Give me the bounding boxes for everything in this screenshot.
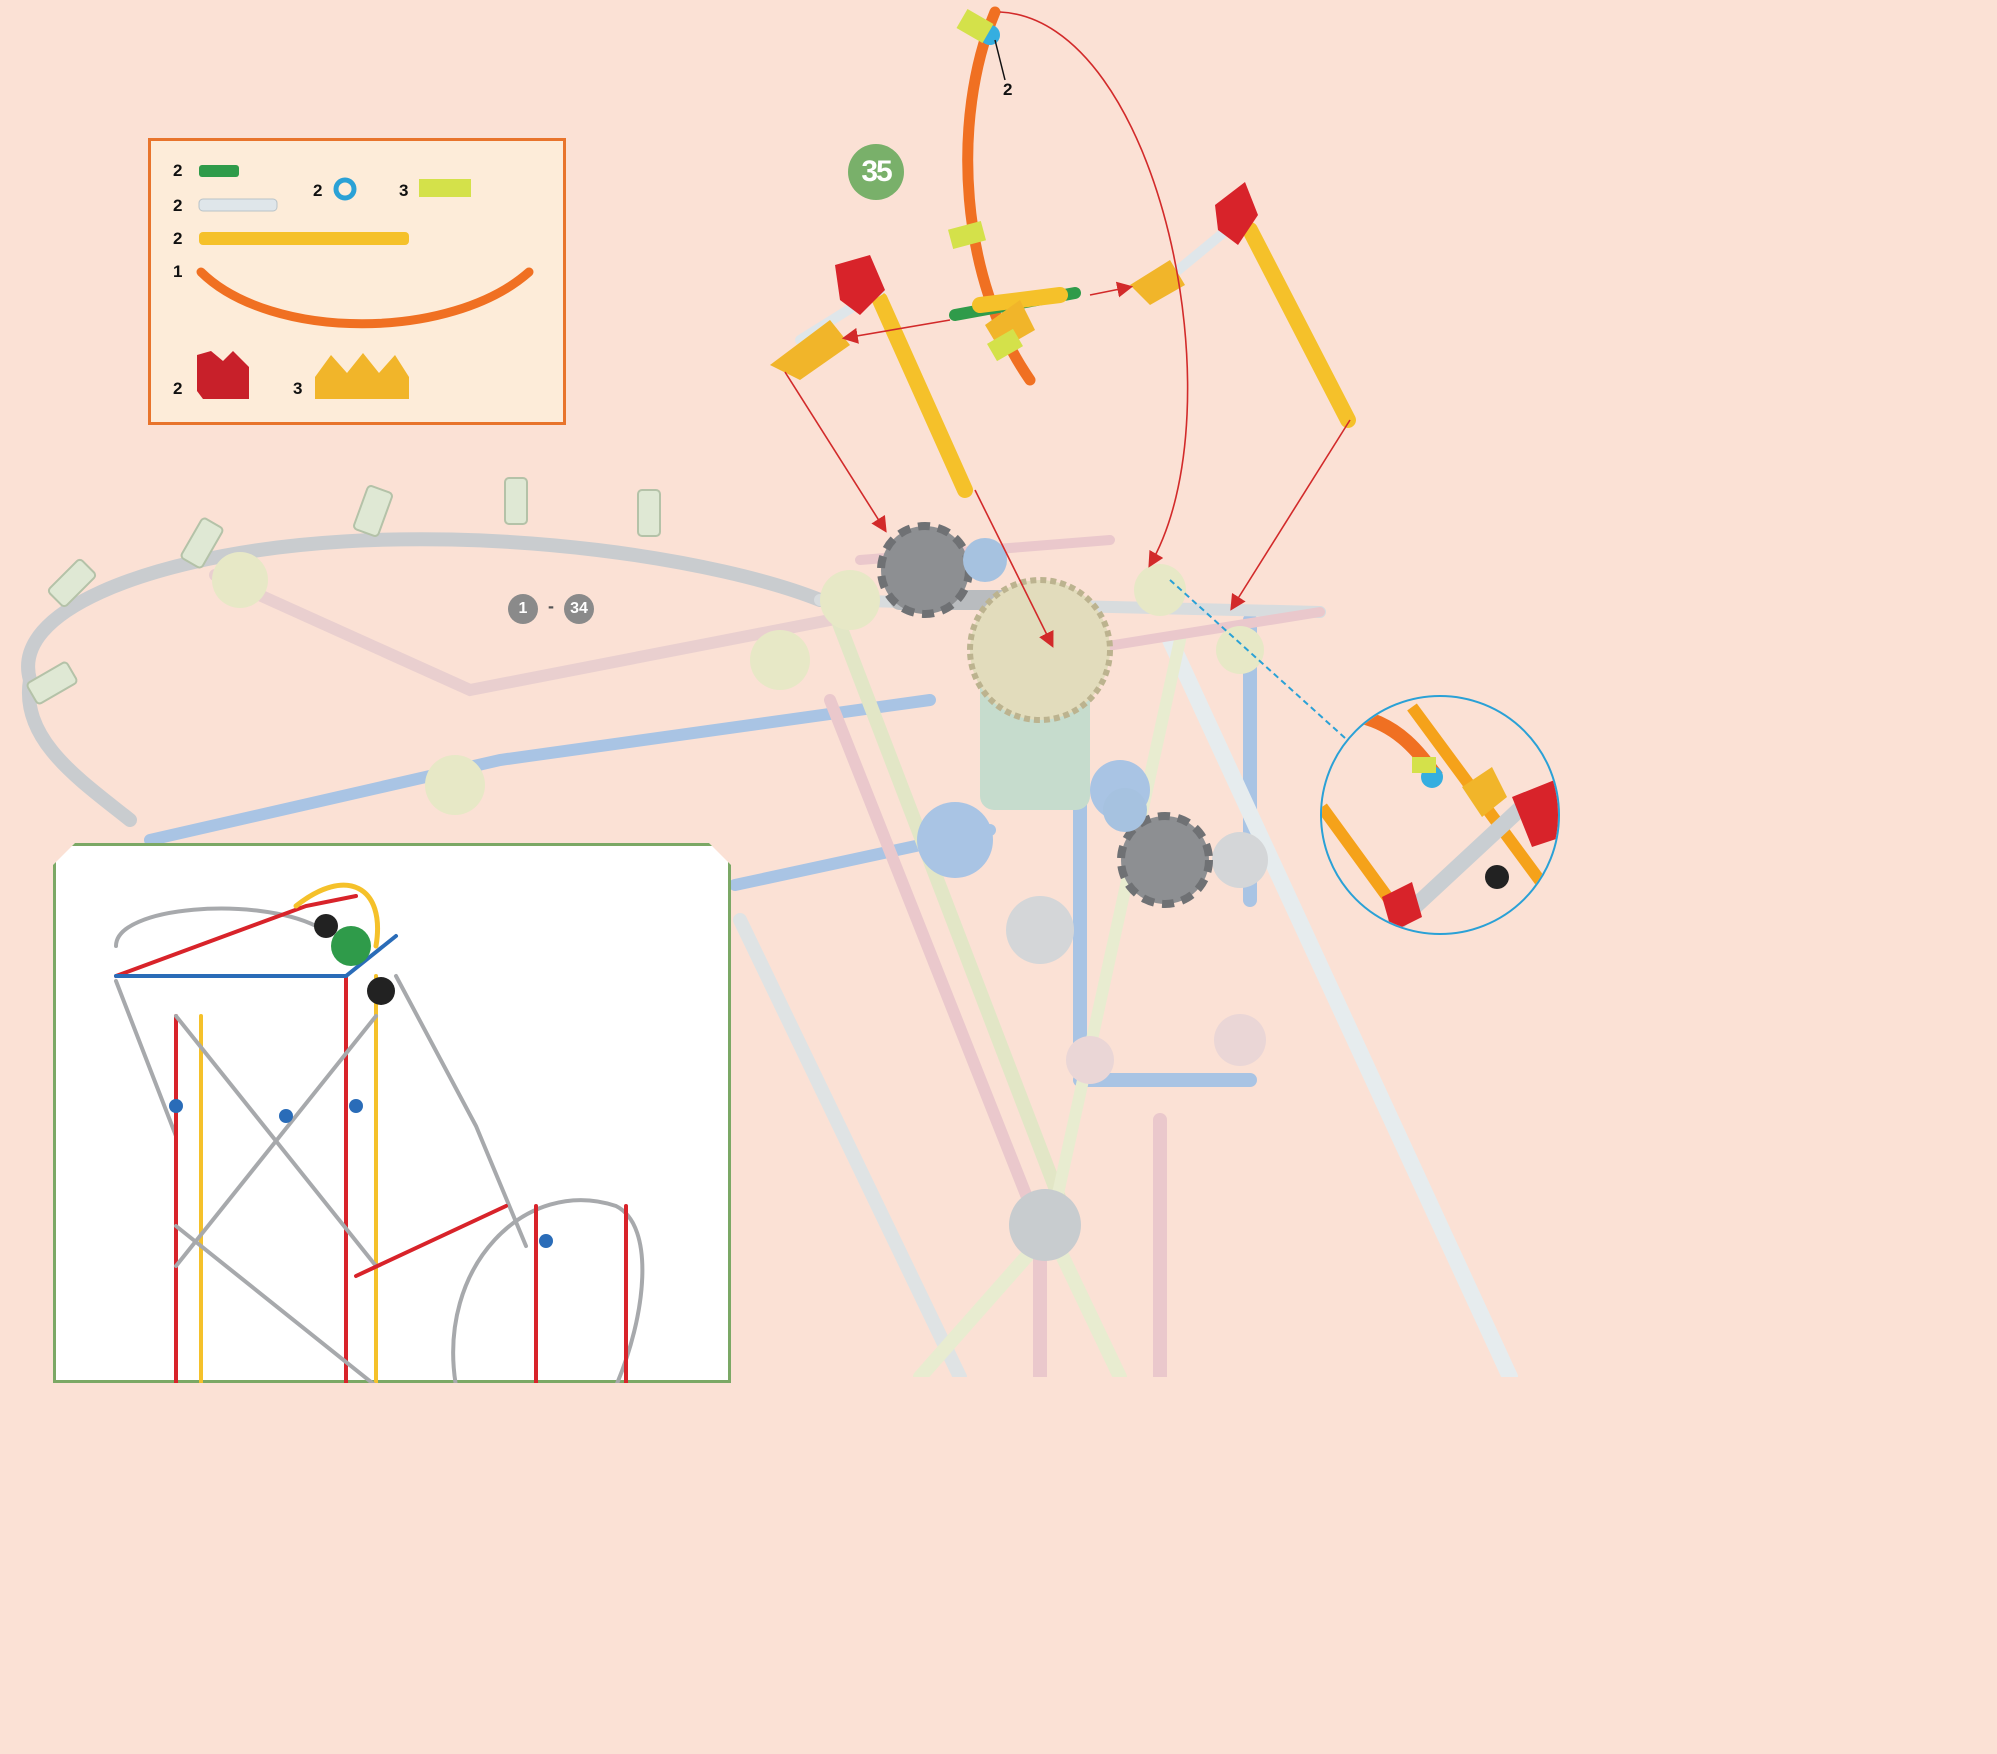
qty-white-rod: 2 [173,196,183,215]
qty-green-rod: 2 [173,161,183,180]
range-end-badge: 34 [564,594,594,624]
qty-yellow-clip: 3 [399,181,409,200]
yellow-rod-icon [199,232,409,245]
spacer-count-callout: 2 [1003,80,1013,99]
white-rod-icon [198,198,278,212]
range-start-badge: 1 [508,594,538,624]
step-number-badge: 35 [848,144,904,200]
motor-and-gears [877,522,1213,908]
green-rod-icon [199,165,239,177]
yellow-clip-icon [419,179,471,197]
parts-list: 2 2 2 3 2 1 2 3 [148,138,566,425]
zoom-detail [1320,695,1560,935]
qty-yellow-rod: 2 [173,229,183,248]
yellow-half-connector-icon [315,353,409,399]
qty-red-connector: 2 [173,379,183,398]
previous-steps-range: 1 - 34 [508,594,598,626]
orange-flexi-rod-icon [196,267,534,329]
parts-illustrations [196,165,534,399]
completed-model-preview [53,843,731,1383]
qty-blue-spacer: 2 [313,181,323,200]
blue-spacer-icon [333,177,357,201]
new-part-connectors [770,8,1258,380]
placement-arrows [784,11,1351,648]
new-parts [795,6,1356,498]
red-connector-icon [197,351,249,399]
model-preview-illustration [56,846,734,1386]
zoom-detail-illustration [1322,703,1558,933]
range-separator: - [548,596,554,616]
track-clips [26,477,661,705]
qty-yellow-half-connector: 3 [293,379,303,398]
assembly-scene [21,6,1518,1377]
qty-orange-flexi-rod: 1 [173,262,183,281]
